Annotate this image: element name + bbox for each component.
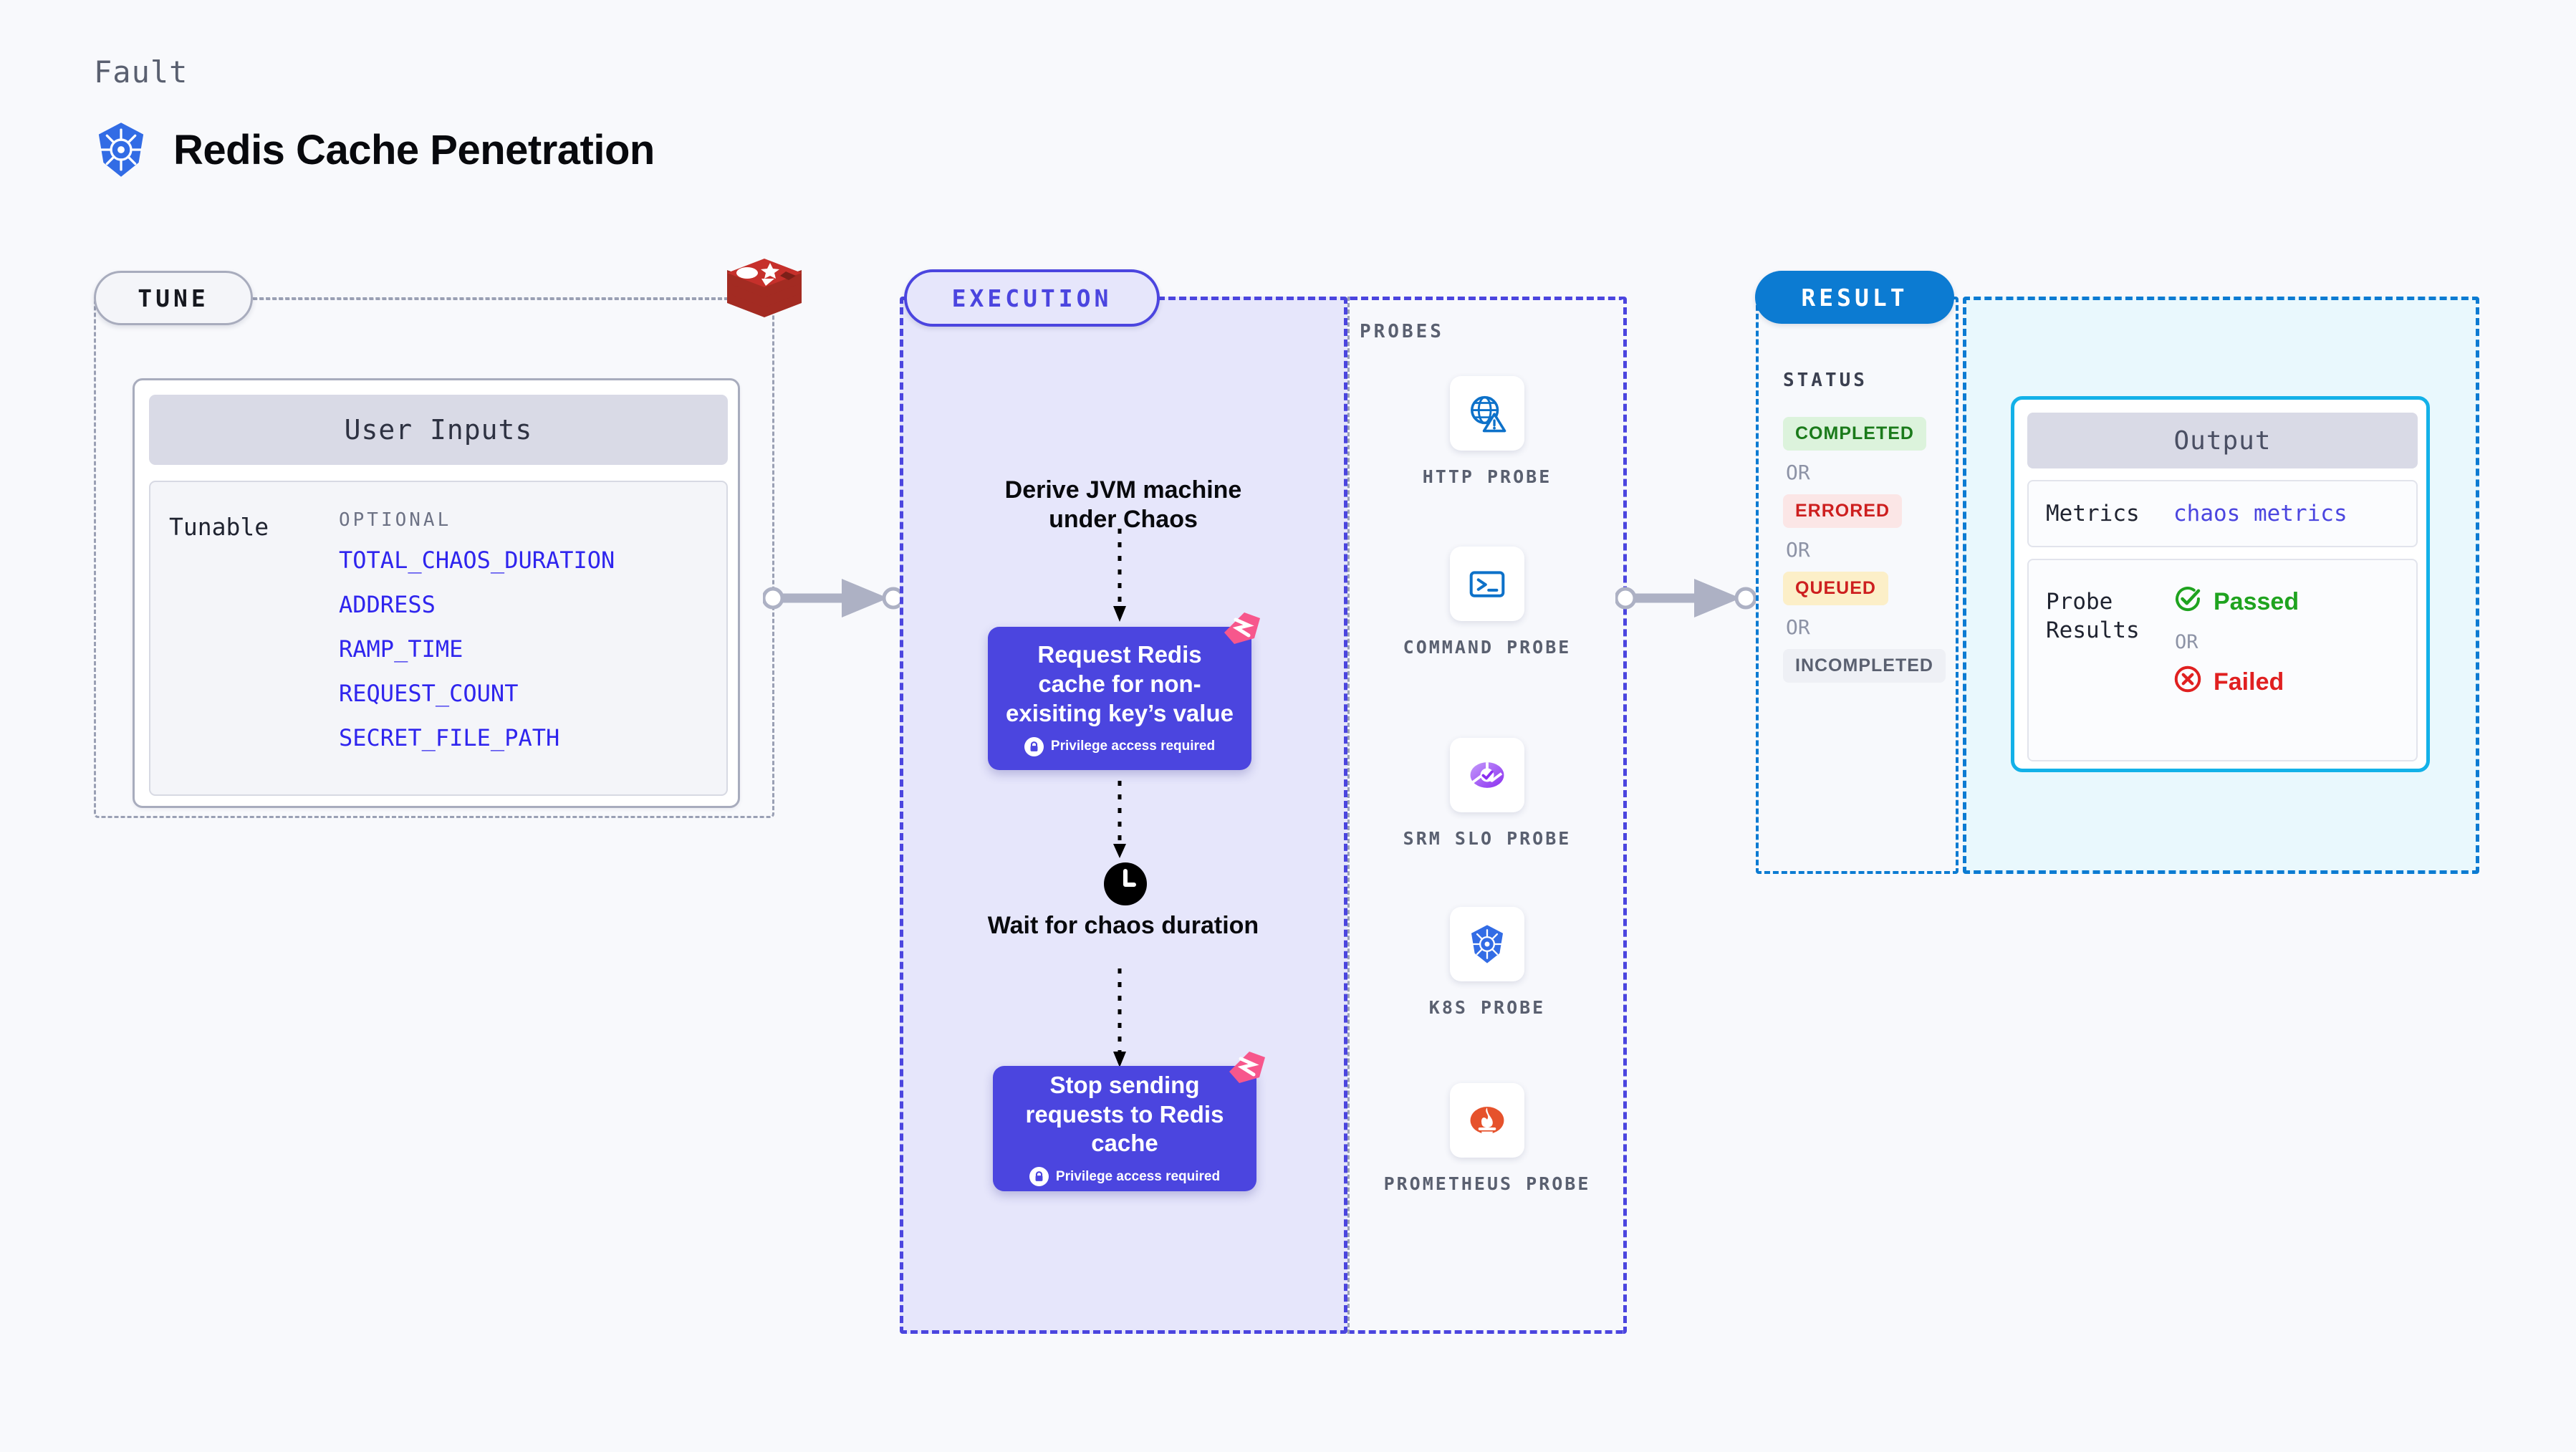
output-header: Output (2027, 413, 2418, 468)
user-inputs-header: User Inputs (149, 395, 728, 465)
probe-label: SRM SLO PROBE (1403, 828, 1572, 849)
execution-step-wait: Wait for chaos duration (987, 912, 1259, 939)
probe-label: PROMETHEUS PROBE (1383, 1173, 1591, 1194)
status-badge: COMPLETED (1783, 417, 1926, 451)
user-inputs-body: Tunable OPTIONAL TOTAL_CHAOS_DURATION AD… (149, 481, 728, 796)
tune-pill[interactable]: TUNE (94, 271, 253, 325)
list-item[interactable]: REQUEST_COUNT (339, 680, 519, 707)
kubernetes-icon (92, 120, 150, 179)
status-badge: INCOMPLETED (1783, 649, 1946, 683)
probe-command[interactable]: COMMAND PROBE (1365, 547, 1609, 660)
srm-slo-icon (1450, 738, 1524, 812)
card-label: Stop sending requests to Redis cache (1025, 1071, 1224, 1157)
privilege-note-text: Privilege access required (1055, 1168, 1221, 1184)
dotted-arrow-icon (1109, 968, 1130, 1069)
card-label: Request Redis cache for non-exisiting ke… (1006, 641, 1234, 726)
or-separator: OR (1786, 615, 1810, 639)
user-inputs-card: User Inputs Tunable OPTIONAL TOTAL_CHAOS… (133, 378, 740, 808)
execution-card-request-redis[interactable]: Request Redis cache for non-exisiting ke… (988, 612, 1260, 770)
privilege-note: Privilege access required (1024, 736, 1216, 756)
or-separator: OR (2175, 631, 2198, 653)
list-item[interactable]: ADDRESS (339, 591, 436, 618)
lock-icon (1024, 736, 1044, 756)
tune-redis-connector (253, 297, 754, 299)
probe-k8s[interactable]: K8S PROBE (1365, 907, 1609, 1020)
probe-label: COMMAND PROBE (1403, 637, 1572, 658)
lock-icon (1029, 1167, 1049, 1187)
metrics-key: Metrics (2046, 501, 2140, 527)
probes-divider (1347, 297, 1350, 1334)
page-title: Redis Cache Penetration (92, 120, 655, 179)
fault-kicker: Fault (94, 54, 188, 90)
passed-label: Passed (2214, 588, 2299, 615)
status-label: STATUS (1783, 370, 1868, 391)
check-circle-icon (2173, 585, 2202, 620)
globe-warning-icon (1450, 376, 1524, 451)
list-item[interactable]: SECRET_FILE_PATH (339, 724, 560, 751)
litmus-chaos-icon (1225, 1050, 1268, 1092)
optional-group-label: OPTIONAL (339, 509, 452, 531)
terminal-icon (1450, 547, 1524, 621)
kubernetes-icon (1450, 907, 1524, 981)
prometheus-icon (1450, 1083, 1524, 1158)
arrow-right-icon (1614, 573, 1766, 623)
probe-srm-slo[interactable]: SRM SLO PROBE (1365, 738, 1609, 851)
privilege-note: Privilege access required (1029, 1167, 1221, 1187)
probes-region (1347, 297, 1627, 1334)
probe-label: HTTP PROBE (1422, 466, 1552, 487)
or-separator: OR (1786, 538, 1810, 562)
probe-results-key: Probe Results (2046, 589, 2140, 644)
redis-logo-icon (721, 254, 808, 333)
status-list: COMPLETED OR ERRORED OR QUEUED OR INCOMP… (1783, 417, 1946, 683)
privilege-note-text: Privilege access required (1050, 739, 1216, 754)
litmus-chaos-icon (1220, 611, 1263, 653)
execution-card-stop-sending[interactable]: Stop sending requests to Redis cache Pri… (993, 1052, 1265, 1191)
output-metrics-row: Metrics chaos metrics (2027, 480, 2418, 547)
clock-icon (1103, 862, 1148, 906)
dotted-arrow-icon (1109, 529, 1130, 623)
output-probe-results-row: Probe Results Passed OR (2027, 559, 2418, 761)
metrics-value[interactable]: chaos metrics (2173, 501, 2347, 527)
probe-results-values: Passed OR Failed (2173, 585, 2299, 760)
arrow-right-icon (761, 573, 913, 623)
probe-http[interactable]: HTTP PROBE (1365, 376, 1609, 489)
x-circle-icon (2173, 665, 2202, 700)
tunable-param-list: TOTAL_CHAOS_DURATION ADDRESS RAMP_TIME R… (339, 547, 615, 751)
tunable-row-label: Tunable (169, 513, 269, 541)
status-badge: QUEUED (1783, 572, 1888, 605)
page-title-text: Redis Cache Penetration (173, 126, 655, 173)
probes-section-label: PROBES (1360, 321, 1444, 342)
probe-result-passed: Passed (2173, 585, 2299, 620)
execution-pill[interactable]: EXECUTION (904, 269, 1160, 327)
list-item[interactable]: RAMP_TIME (339, 635, 463, 663)
probe-result-failed: Failed (2173, 665, 2299, 700)
or-separator: OR (1786, 461, 1810, 484)
output-card: Output Metrics chaos metrics Probe Resul… (2011, 396, 2430, 772)
result-pill[interactable]: RESULT (1755, 271, 1954, 324)
dotted-arrow-icon (1109, 781, 1130, 860)
execution-step-derive-jvm: Derive JVM machine under Chaos (1004, 476, 1242, 534)
probe-label: K8S PROBE (1428, 997, 1546, 1018)
failed-label: Failed (2214, 668, 2284, 696)
list-item[interactable]: TOTAL_CHAOS_DURATION (339, 547, 615, 574)
status-badge: ERRORED (1783, 494, 1903, 528)
probe-prometheus[interactable]: PROMETHEUS PROBE (1365, 1083, 1609, 1196)
